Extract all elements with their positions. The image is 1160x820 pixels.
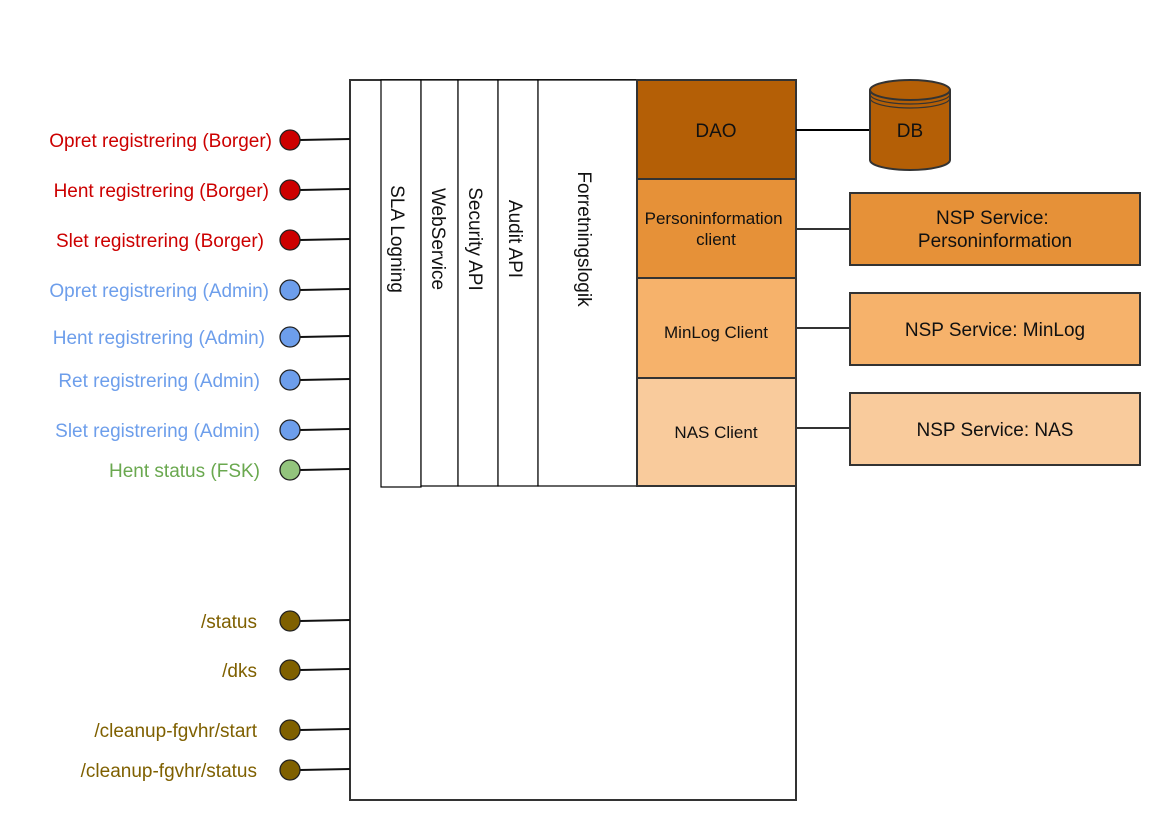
layer-audit-api: Audit API [497,79,539,487]
database-cylinder-icon [869,79,951,171]
layer-label: SLA Logning [386,185,407,293]
endpoint-item: /status [201,610,351,633]
endpoint-label: Slet registrering (Borger) [56,231,264,252]
endpoint-port-icon [279,129,301,151]
endpoint-port-icon [279,229,301,251]
layer-sla-logning: SLA Logning [380,79,422,488]
endpoint-connector [299,238,351,241]
service-box-minlog [849,292,1141,366]
client-label-dao: DAO [695,121,736,142]
endpoint-port-icon [279,326,301,348]
endpoint-connector [299,335,351,338]
endpoint-port-icon [279,279,301,301]
endpoint-connector [299,619,351,622]
endpoint-label: /dks [222,661,257,682]
endpoint-item: /dks [222,659,351,682]
endpoint-item: Hent registrering (Admin) [53,326,351,349]
layer-label: Security API [464,187,485,291]
service-label-line: NSP Service: [936,208,1049,229]
layer-label: Forretningslogik [573,171,594,307]
endpoint-item: Opret registrering (Admin) [49,279,351,302]
endpoint-port-icon [279,419,301,441]
client-label-nas: NAS Client [674,423,757,442]
endpoint-port-icon [279,459,301,481]
client-box-nas [636,377,797,487]
endpoint-item: Slet registrering (Borger) [56,229,351,252]
endpoint-connector [299,668,351,671]
client-label-personinformation: Personinformation client [645,209,788,249]
endpoint-connector [299,768,351,771]
endpoint-label: /cleanup-fgvhr/start [94,721,257,742]
endpoint-port-icon [279,610,301,632]
database-label: DB [897,121,923,142]
endpoint-label: Opret registrering (Borger) [49,131,272,152]
service-label-minlog: NSP Service: MinLog [905,320,1085,341]
client-label-line: Personinformation [645,209,783,228]
endpoint-connector [299,138,351,141]
layer-label: Audit API [504,200,525,278]
endpoint-connector [299,288,351,291]
service-label-personinformation: NSP Service: Personinformation [918,208,1072,252]
endpoint-item: Opret registrering (Borger) [49,129,351,152]
endpoint-port-icon [279,759,301,781]
layer-label: WebService [427,188,448,290]
endpoint-label: Hent status (FSK) [109,461,260,482]
client-label-minlog: MinLog Client [664,323,768,342]
service-label-nas: NSP Service: NAS [917,420,1074,441]
endpoint-item: Hent registrering (Borger) [54,179,351,202]
endpoint-list: Opret registrering (Borger) Hent registre… [49,129,351,782]
endpoint-label: Ret registrering (Admin) [58,371,260,392]
endpoint-label: Slet registrering (Admin) [55,421,260,442]
endpoint-item: Hent status (FSK) [109,459,351,482]
endpoint-port-icon [279,719,301,741]
endpoint-label: Opret registrering (Admin) [49,281,269,302]
service-box-nas [849,392,1141,466]
endpoint-connector [299,188,351,191]
endpoint-port-icon [279,659,301,681]
endpoint-item: /cleanup-fgvhr/status [81,759,351,782]
endpoint-item: Slet registrering (Admin) [55,419,351,442]
client-label-line: client [696,230,736,249]
endpoint-item: Ret registrering (Admin) [58,369,351,392]
service-box-personinformation [849,192,1141,266]
endpoint-label: /cleanup-fgvhr/status [81,761,257,782]
endpoint-connector [299,728,351,731]
endpoint-port-icon [279,369,301,391]
service-label-line: Personinformation [918,231,1072,252]
endpoint-connector [299,468,351,471]
endpoint-connector [299,428,351,431]
layer-forretningslogik: Forretningslogik [537,79,638,487]
client-box-personinformation [636,178,797,279]
endpoint-connector [299,378,351,381]
endpoint-label: /status [201,612,257,633]
endpoint-item: /cleanup-fgvhr/start [94,719,351,742]
layer-security-api: Security API [457,79,499,487]
endpoint-label: Hent registrering (Admin) [53,328,265,349]
client-box-dao [636,79,797,180]
endpoint-port-icon [279,179,301,201]
endpoint-label: Hent registrering (Borger) [54,181,269,202]
layer-webservice: WebService [420,79,459,487]
